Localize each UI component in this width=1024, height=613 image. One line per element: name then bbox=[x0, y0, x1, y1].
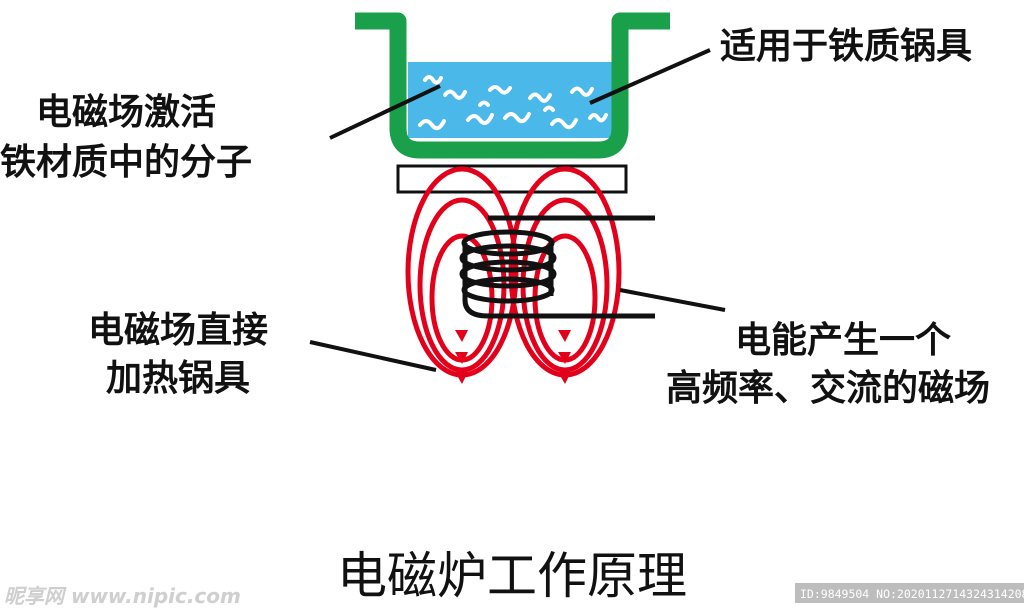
leader-cookware bbox=[589, 48, 711, 105]
label-energy-1: 电能产生一个 bbox=[735, 320, 951, 361]
label-heat-1: 电磁场直接 bbox=[88, 310, 268, 351]
label-cookware: 适用于铁质锅具 bbox=[720, 26, 972, 67]
label-activate-2: 铁材质中的分子 bbox=[0, 142, 252, 183]
watermark-bar bbox=[795, 583, 1024, 603]
label-heat-2: 加热锅具 bbox=[106, 358, 250, 399]
watermark-right: ID:9849504 NO:20201127143243142080 bbox=[800, 587, 1024, 601]
pot-body bbox=[355, 12, 670, 159]
leader-lines bbox=[309, 48, 726, 372]
water-bubbles bbox=[418, 75, 608, 131]
diagram-title: 电磁炉工作原理 bbox=[337, 547, 687, 605]
label-energy-2: 高频率、交流的磁场 bbox=[666, 367, 990, 409]
field-arrows bbox=[455, 330, 571, 384]
label-activate-1: 电磁场激活 bbox=[36, 92, 216, 133]
leader-energy bbox=[619, 288, 726, 312]
leader-activate bbox=[329, 84, 441, 140]
leader-heat bbox=[309, 340, 437, 372]
cooking-pot-icon bbox=[355, 12, 670, 159]
watermark-left: 昵享网 www.nipic.com bbox=[4, 584, 241, 608]
induction-coil-icon bbox=[459, 215, 655, 319]
